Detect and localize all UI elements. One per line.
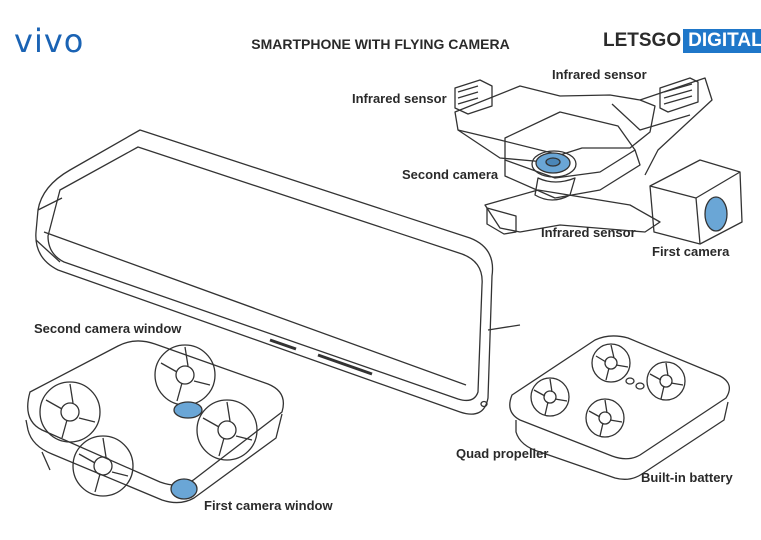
label-infrared-sensor-bottom: Infrared sensor [541, 225, 636, 240]
logo-part-digital: DIGITAL [683, 29, 761, 53]
label-infrared-sensor-top: Infrared sensor [552, 67, 647, 82]
label-built-in-battery: Built-in battery [641, 470, 733, 485]
label-first-camera: First camera [652, 244, 730, 259]
label-infrared-sensor-left: Infrared sensor [352, 91, 447, 106]
label-second-camera: Second camera [402, 167, 499, 182]
second-camera-lens-core [545, 157, 561, 167]
docked-drone [509, 335, 731, 480]
smartphone-body [35, 129, 521, 415]
camera-module [454, 77, 743, 245]
page-title: SMARTPHONE WITH FLYING CAMERA [251, 36, 510, 52]
letsgodigital-logo: LETSGO DIGITAL [603, 29, 761, 53]
second-camera-window-lens [173, 401, 203, 419]
vivo-logo: vivo [14, 22, 85, 60]
label-first-camera-window: First camera window [204, 498, 333, 513]
label-quad-propeller: Quad propeller [456, 446, 549, 461]
first-camera-lens [704, 196, 728, 232]
first-camera-window-lens [170, 478, 198, 500]
label-second-camera-window: Second camera window [34, 321, 182, 336]
logo-part-letsgo: LETSGO [603, 30, 682, 51]
flying-drone [25, 340, 285, 504]
